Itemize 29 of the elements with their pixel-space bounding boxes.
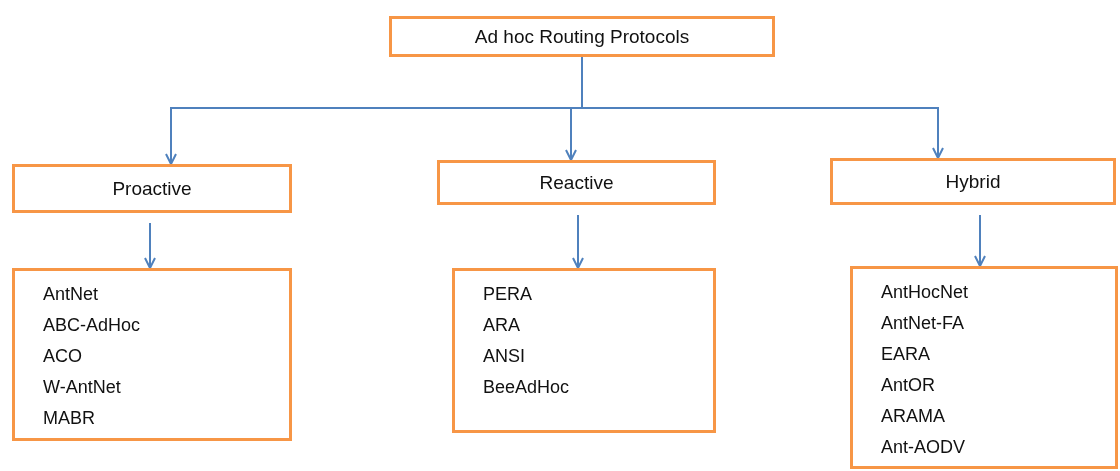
category-box [437,160,716,205]
protocol-name: MABR [43,407,96,430]
protocol-name: Ant-AODV [881,436,967,459]
protocol-name: ARA [483,314,521,337]
protocol-list-box [12,268,292,441]
category-label: Proactive [112,177,192,200]
protocol-name: AntOR [881,374,937,397]
category-box [12,164,292,213]
protocol-name: ANSI [483,345,526,368]
protocol-list-box [452,268,716,433]
protocol-name: ACO [43,345,83,368]
protocol-name: AntHocNet [881,281,970,304]
arrow [144,222,156,269]
protocol-name: BeeAdHoc [483,376,571,399]
category-box [830,158,1116,205]
arrow [572,214,584,269]
category-label: Hybrid [945,170,1001,193]
protocol-list-box [850,266,1118,469]
protocol-name: AntNet-FA [881,312,966,335]
protocol-name: ARAMA [881,405,946,428]
arrow [974,214,986,267]
category-label: Reactive [539,171,614,194]
protocol-name: AntNet [43,283,100,306]
category-box [389,16,775,57]
protocol-name: EARA [881,343,932,366]
protocol-name: ABC-AdHoc [43,314,142,337]
protocol-name: PERA [483,283,534,306]
category-label: Ad hoc Routing Protocols [474,25,690,48]
protocol-name: W-AntNet [43,376,122,399]
